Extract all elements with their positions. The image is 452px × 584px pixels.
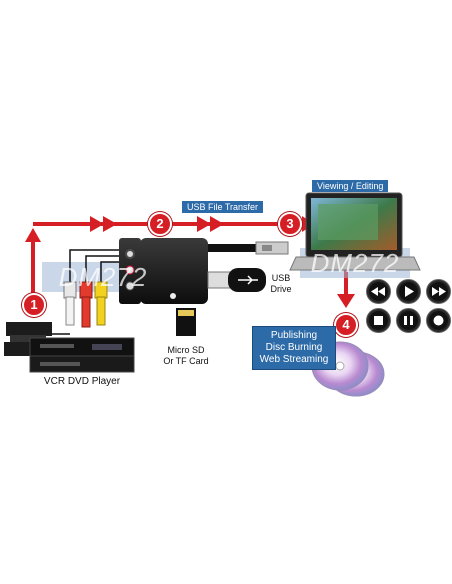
microsd-label-line1: Micro SD — [167, 345, 205, 355]
viewing-editing-label: Viewing / Editing — [312, 180, 389, 192]
step-3-marker: 3 — [278, 212, 302, 236]
publishing-label: Publishing — [270, 330, 318, 341]
vcr-dvd-stack — [4, 322, 135, 373]
step-1-marker: 1 — [22, 293, 46, 317]
usb-drive-label-line1: USB — [271, 273, 291, 283]
rca-plugs — [63, 281, 108, 328]
vcr-dvd-player-label: VCR DVD Player — [43, 376, 121, 387]
microsd-label: Micro SD Or TF Card — [154, 345, 218, 367]
rewind-icon — [366, 279, 391, 304]
laptop — [289, 192, 421, 271]
step-4-marker: 4 — [334, 313, 358, 337]
capture-device — [119, 238, 289, 304]
fast-forward-icon — [426, 279, 451, 304]
disc-burning-label: Disc Burning — [265, 342, 323, 353]
usb-file-transfer-label: USB File Transfer — [182, 201, 264, 213]
step-2-marker: 2 — [148, 212, 172, 236]
stop-icon — [366, 308, 391, 333]
watermark-text-left: DM272 — [58, 262, 148, 292]
usb-drive-label-line2: Drive — [270, 284, 292, 294]
record-icon — [426, 308, 451, 333]
watermark-text-right: DM272 — [310, 248, 400, 278]
usb-drive — [207, 268, 266, 292]
microsd-label-line2: Or TF Card — [163, 356, 209, 366]
pause-icon — [396, 308, 421, 333]
microsd-card — [176, 308, 196, 336]
usb-drive-label: USB Drive — [264, 273, 298, 295]
web-streaming-label: Web Streaming — [259, 354, 329, 365]
play-icon — [396, 279, 421, 304]
publishing-box: Publishing Disc Burning Web Streaming — [252, 326, 336, 370]
